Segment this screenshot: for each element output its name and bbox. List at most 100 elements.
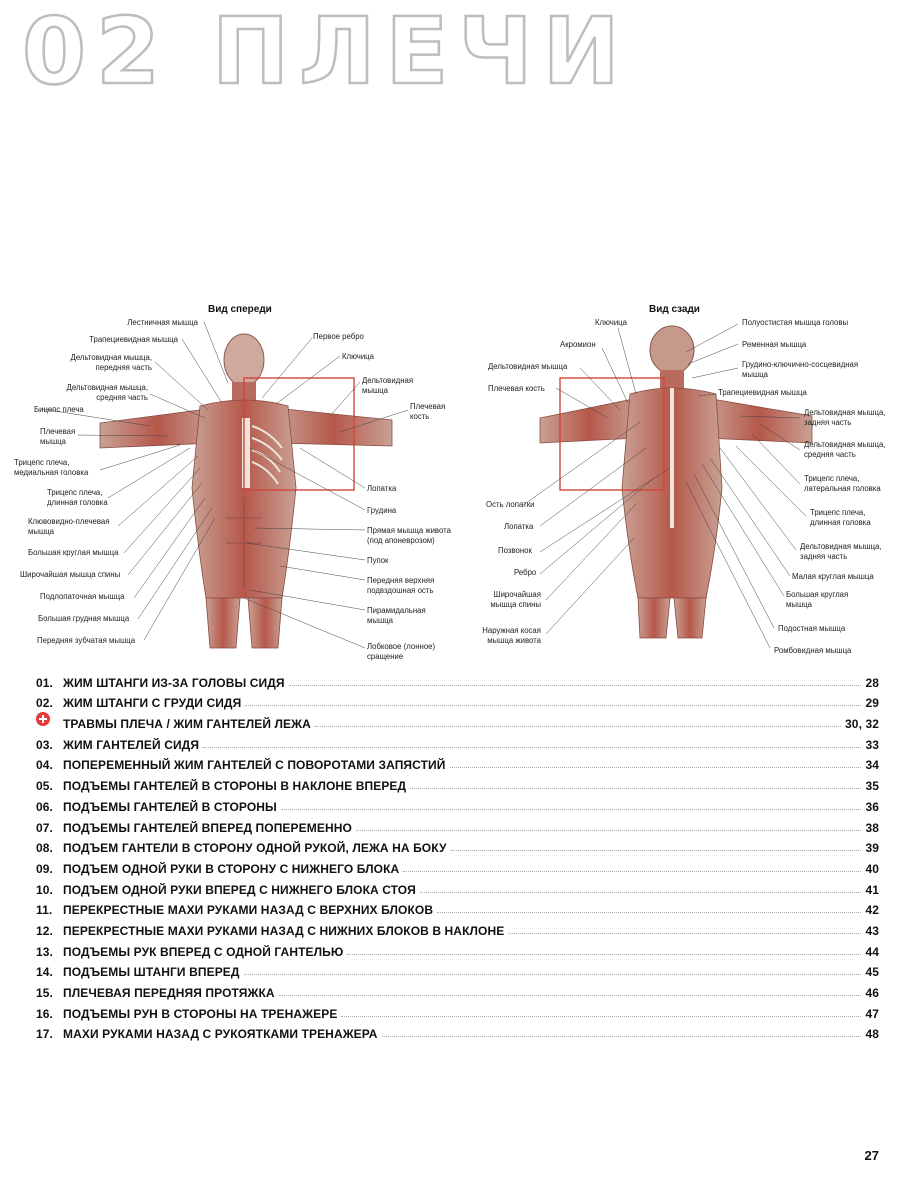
front-label-left: Передняя зубчатая мышца <box>37 636 136 645</box>
front-view-heading: Вид спереди <box>208 304 272 315</box>
toc-row[interactable]: 04. ПОПЕРЕМЕННЫЙ ЖИМ ГАНТЕЛЕЙ С ПОВОРОТАМ… <box>36 752 879 773</box>
back-label-right: Дельтовидная мышца, средняя часть <box>804 440 886 459</box>
back-label-right: Трапециевидная мышца <box>718 388 807 397</box>
toc-number: 11. <box>36 903 53 918</box>
toc-row[interactable]: 08.ПОДЪЕМ ГАНТЕЛИ В СТОРОНУ ОДНОЙ РУКОЙ,… <box>36 835 879 856</box>
front-label-left: Плечевая мышца <box>40 427 76 446</box>
toc-row[interactable]: 12. ПЕРЕКРЕСТНЫЕ МАХИ РУКАМИ НАЗАД С НИЖН… <box>36 917 879 938</box>
back-label-right: Ременная мышца <box>742 340 807 349</box>
toc-title: ЖИМ ШТАНГИ ИЗ-ЗА ГОЛОВЫ СИДЯ <box>63 675 285 690</box>
toc-leader-dots <box>381 1035 862 1038</box>
front-label-left: Трицепс плеча, длинная головка <box>47 488 108 507</box>
back-label-left: Плечевая кость <box>488 384 545 393</box>
toc-leader-dots <box>403 870 862 872</box>
front-label-right: Лопатка <box>367 484 397 493</box>
front-label-right: Первое ребро <box>313 332 364 341</box>
toc-title: ПОДЪЕМЫ ГАНТЕЛЕЙ В СТОРОНЫ <box>63 799 277 814</box>
toc-row[interactable]: 03. ЖИМ ГАНТЕЛЕЙ СИДЯ 33 <box>36 731 879 752</box>
toc-page-number: 48 <box>865 1027 879 1042</box>
back-label-left: Дельтовидная мышца <box>488 362 568 371</box>
toc-number: 10. <box>36 882 53 897</box>
toc-row[interactable]: 17.МАХИ РУКАМИ НАЗАД С РУКОЯТКАМИ ТРЕНАЖ… <box>36 1021 879 1042</box>
toc-page-number: 43 <box>865 923 879 938</box>
toc-number: 02. <box>36 696 53 711</box>
toc-leader-dots <box>449 766 862 769</box>
front-label-left: Большая круглая мышца <box>28 548 119 557</box>
toc-leader-dots <box>437 911 862 914</box>
toc-title: ПЕРЕКРЕСТНЫЕ МАХИ РУКАМИ НАЗАД С НИЖНИХ … <box>63 923 505 938</box>
toc-leader-dots <box>419 891 862 893</box>
toc-number: 08. <box>36 841 53 856</box>
front-anatomy-figure <box>41 321 409 649</box>
toc-row[interactable]: 15. ПЛЕЧЕВАЯ ПЕРЕДНЯЯ ПРОТЯЖКА 46 <box>36 979 879 1000</box>
page-title: 02 ПЛЕЧИ <box>21 0 630 105</box>
toc-page-number: 40 <box>865 861 879 876</box>
back-label-left: Ость лопатки <box>486 500 535 509</box>
back-label-right: Большая круглая мышца <box>786 590 849 609</box>
toc-number: 05. <box>36 779 53 794</box>
front-label-right: Плечевая кость <box>410 402 446 421</box>
toc-number <box>36 712 63 731</box>
back-anatomy-figure <box>521 323 813 649</box>
back-label-right: Полуостистая мышца головы <box>742 318 849 327</box>
toc-leader-dots <box>280 808 862 810</box>
back-label-right: Трицепс плеча, длинная головка <box>810 508 871 527</box>
toc-leader-dots <box>508 932 862 934</box>
front-label-left: Трапециевидная мышца <box>89 335 178 344</box>
toc-row[interactable]: 11.ПЕРЕКРЕСТНЫЕ МАХИ РУКАМИ НАЗАД С ВЕРХ… <box>36 897 879 918</box>
toc-page-number: 30, 32 <box>845 717 879 732</box>
toc-title: ПОДЪЕМ ОДНОЙ РУКИ ВПЕРЕД С НИЖНЕГО БЛОКА… <box>63 882 416 897</box>
front-label-right: Дельтовидная мышца <box>362 376 414 395</box>
toc-number: 04. <box>36 758 53 773</box>
toc-page-number: 39 <box>865 841 879 856</box>
toc-page-number: 34 <box>865 758 879 773</box>
front-label-left: Подлопаточная мышца <box>40 592 125 601</box>
toc-number: 12. <box>36 923 53 938</box>
back-label-left: Позвонок <box>498 546 532 555</box>
front-label-right: Ключица <box>342 352 374 361</box>
toc-number: 17. <box>36 1027 53 1042</box>
toc-title: ПОПЕРЕМЕННЫЙ ЖИМ ГАНТЕЛЕЙ С ПОВОРОТАМИ З… <box>63 758 446 773</box>
back-label-right: Малая круглая мышца <box>792 572 874 581</box>
front-label-left: Лестничная мышца <box>127 318 198 327</box>
toc-row[interactable]: 09.ПОДЪЕМ ОДНОЙ РУКИ В СТОРОНУ С НИЖНЕГО… <box>36 855 879 876</box>
toc-title: ЖИМ ГАНТЕЛЕЙ СИДЯ <box>63 737 200 752</box>
toc-page-number: 47 <box>865 1006 879 1021</box>
toc-number: 14. <box>36 965 53 980</box>
toc-page-number: 33 <box>865 737 879 752</box>
back-label-left: Ребро <box>514 568 537 577</box>
toc-page-number: 46 <box>865 986 879 1000</box>
toc-leader-dots <box>341 1015 862 1017</box>
back-label-left: Акромион <box>560 340 596 349</box>
toc-leader-dots <box>203 746 862 748</box>
toc-leader-dots <box>288 684 862 686</box>
toc-title: ПЛЕЧЕВАЯ ПЕРЕДНЯЯ ПРОТЯЖКА <box>63 986 275 1000</box>
back-label-left: Широчайшая мышца спины <box>490 590 541 609</box>
toc-number: 13. <box>36 944 53 959</box>
front-label-right: Грудина <box>367 506 397 515</box>
toc-number: 03. <box>36 737 53 752</box>
toc-page-number: 38 <box>865 820 879 835</box>
toc-row[interactable]: 10. ПОДЪЕМ ОДНОЙ РУКИ ВПЕРЕД С НИЖНЕГО БЛ… <box>36 876 879 897</box>
front-label-left: Клювовидно-плечевая мышца <box>28 517 110 536</box>
back-label-left: Ключица <box>595 318 627 327</box>
toc-title: ПОДЪЕМЫ ГАНТЕЛЕЙ В СТОРОНЫ В НАКЛОНЕ ВПЕ… <box>63 779 407 794</box>
front-view-panel: Вид спереди <box>0 298 470 668</box>
toc-number: 07. <box>36 820 53 835</box>
back-view-panel: Вид сзади <box>440 298 905 668</box>
toc-number: 09. <box>36 861 53 876</box>
back-label-left: Лопатка <box>504 522 534 531</box>
toc-number: 15. <box>36 986 53 1000</box>
back-label-right: Грудино-ключично-сосцевидная мышца <box>742 360 859 379</box>
toc-page-number: 35 <box>865 779 879 794</box>
toc-row[interactable]: 05. ПОДЪЕМЫ ГАНТЕЛЕЙ В СТОРОНЫ В НАКЛОНЕ … <box>36 772 879 793</box>
toc-leader-dots <box>245 704 862 707</box>
